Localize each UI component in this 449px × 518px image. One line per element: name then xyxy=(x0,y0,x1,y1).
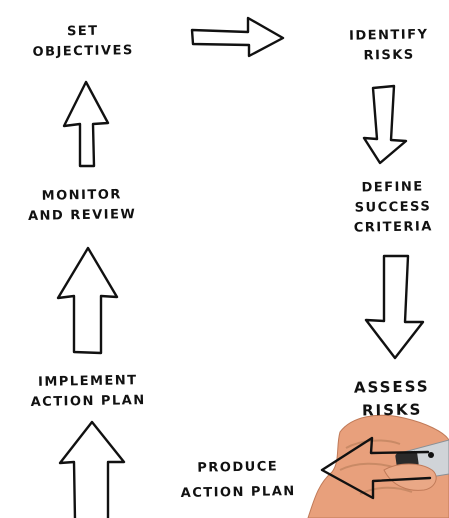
step-identify-risks-line1: IDENTIFY xyxy=(330,25,448,47)
arrow-up-icon xyxy=(58,248,117,353)
step-assess-risks-line2: RISKS xyxy=(344,398,440,423)
step-implement-action-plan-line2: ACTION PLAN xyxy=(0,391,176,414)
step-identify-risks: IDENTIFY RISKS xyxy=(330,25,449,67)
arrow-right-icon xyxy=(192,18,283,56)
step-identify-risks-line2: RISKS xyxy=(330,45,448,67)
step-produce-action-plan-line1: PRODUCE xyxy=(148,454,328,482)
step-define-success-criteria-line3: CRITERIA xyxy=(338,217,448,239)
step-assess-risks-line1: ASSESS xyxy=(344,375,440,400)
step-produce-action-plan: PRODUCE ACTION PLAN xyxy=(148,454,329,507)
step-set-objectives: SET OBJECTIVES xyxy=(8,21,159,64)
step-monitor-and-review-line1: MONITOR xyxy=(4,185,160,208)
step-define-success-criteria-line1: DEFINE xyxy=(337,177,447,199)
step-monitor-and-review-line2: AND REVIEW xyxy=(4,205,160,228)
step-implement-action-plan: IMPLEMENT ACTION PLAN xyxy=(0,370,176,413)
step-define-success-criteria: DEFINE SUCCESS CRITERIA xyxy=(337,177,448,239)
step-assess-risks: ASSESS RISKS xyxy=(344,375,441,423)
step-set-objectives-line2: OBJECTIVES xyxy=(8,41,158,64)
arrow-down-icon xyxy=(364,86,406,163)
arrow-up-icon xyxy=(64,82,108,166)
arrow-down-icon xyxy=(366,256,423,358)
step-monitor-and-review: MONITOR AND REVIEW xyxy=(4,185,161,228)
step-set-objectives-line1: SET xyxy=(8,21,158,44)
arrow-up-icon xyxy=(60,422,124,518)
step-produce-action-plan-line2: ACTION PLAN xyxy=(148,479,328,507)
step-define-success-criteria-line2: SUCCESS xyxy=(338,197,448,219)
